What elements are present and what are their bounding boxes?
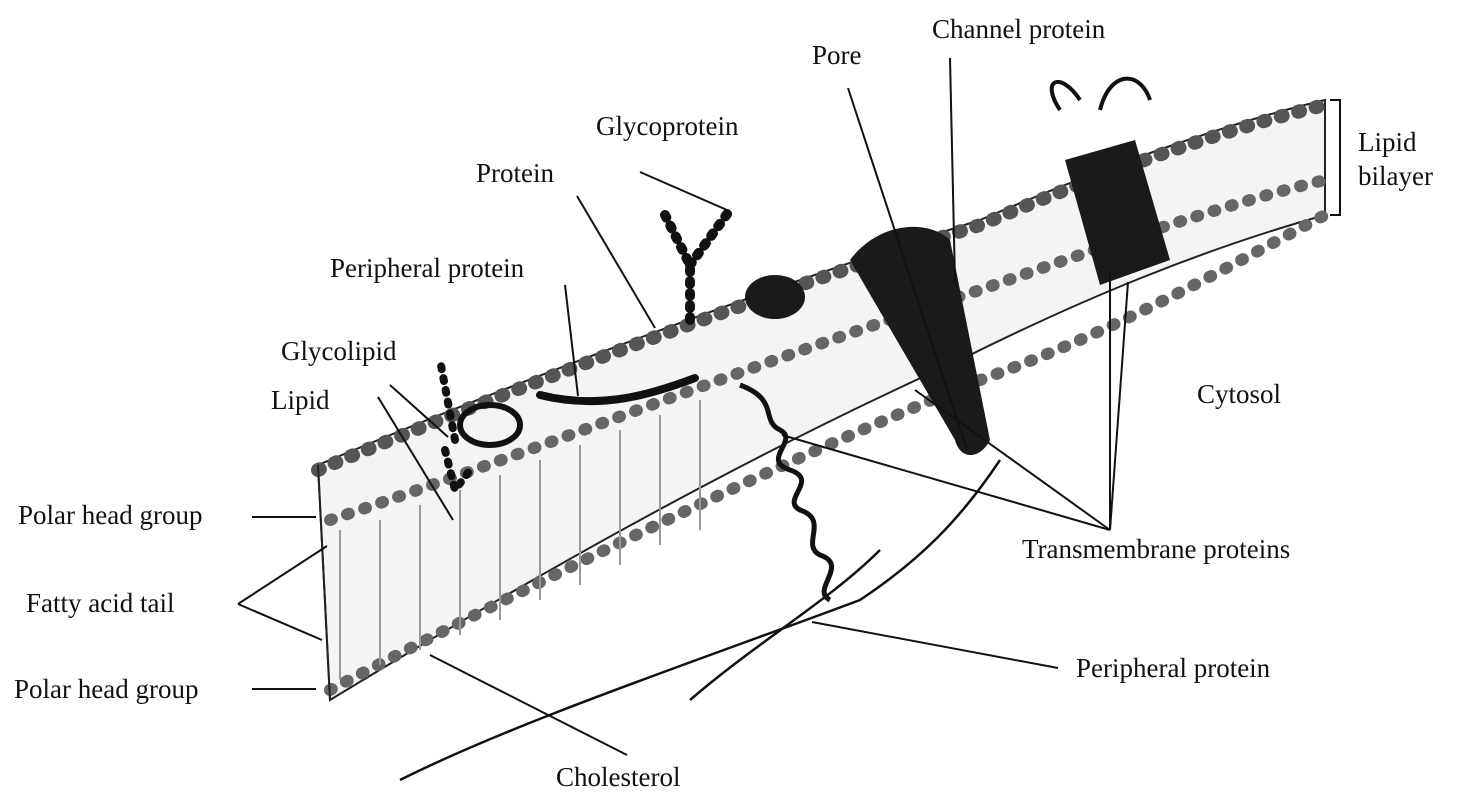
leader-fatty-acid-tail-b [238,604,322,640]
label-lipid-bilayer-line1: Lipid [1358,126,1433,160]
leader-transmembrane-b [915,390,1110,530]
label-peripheral-protein-top: Peripheral protein [330,255,524,282]
leader-protein [577,196,655,328]
label-glycolipid: Glycolipid [281,338,397,365]
label-pore: Pore [812,42,862,69]
label-channel-protein: Channel protein [932,16,1105,43]
label-lipid: Lipid [271,387,330,414]
lipid-bilayer-slab [318,100,1325,700]
leader-peripheral-protein-bottom [812,622,1058,668]
label-fatty-acid-tail: Fatty acid tail [26,590,174,617]
label-cytosol: Cytosol [1197,381,1281,408]
label-peripheral-protein-bottom: Peripheral protein [1076,655,1270,682]
label-glycoprotein: Glycoprotein [596,113,738,140]
leader-glycoprotein [640,172,727,210]
lipid-bilayer-bracket [1330,100,1340,215]
label-lipid-bilayer-line2: bilayer [1358,160,1433,194]
leader-cholesterol [430,655,627,755]
label-lipid-bilayer: Lipid bilayer [1358,126,1433,194]
label-polar-head-group-top: Polar head group [18,502,202,529]
label-cholesterol: Cholesterol [556,764,680,791]
label-protein: Protein [476,160,554,187]
leader-fatty-acid-tail-a [238,546,327,604]
label-transmembrane-proteins: Transmembrane proteins [1022,536,1290,563]
leader-transmembrane-a [782,435,1110,530]
label-polar-head-group-bottom: Polar head group [14,676,198,703]
